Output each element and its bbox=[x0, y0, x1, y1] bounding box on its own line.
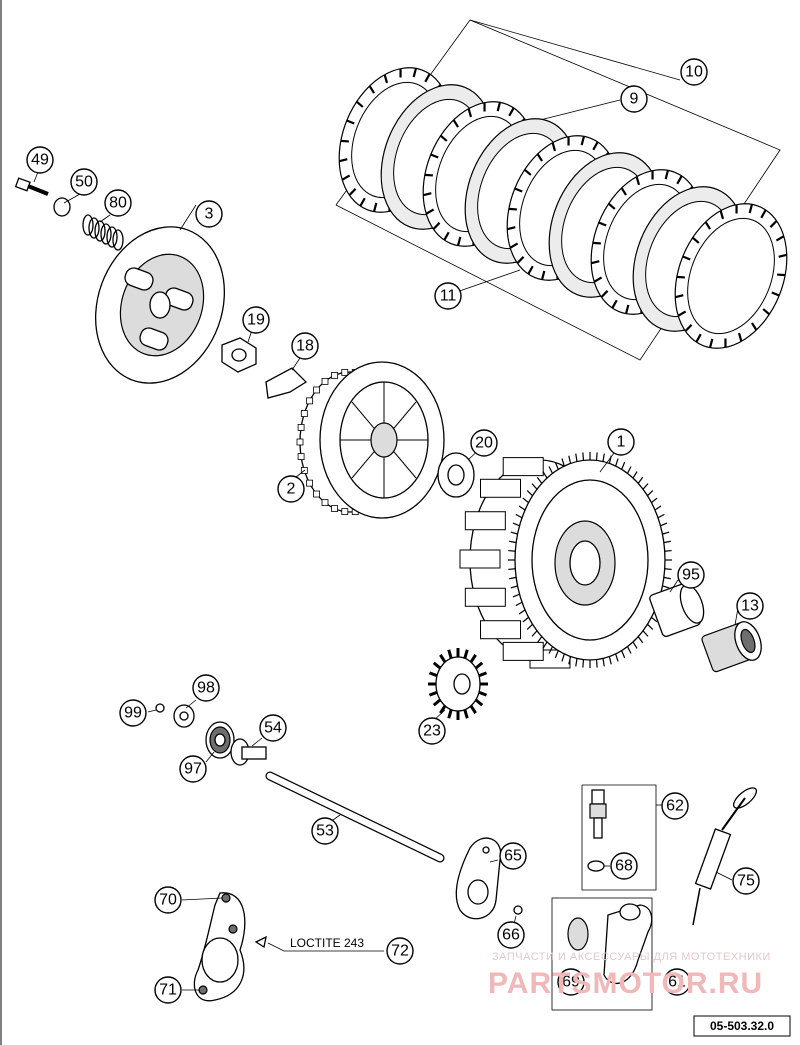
callout-18: 18 bbox=[291, 332, 319, 360]
svg-text:53: 53 bbox=[316, 823, 334, 840]
callouts: 10 9 11 49 50 80 3 19 18 20 1 2 95 13 98… bbox=[26, 58, 764, 1004]
washer-98 bbox=[173, 704, 195, 728]
washer-50 bbox=[53, 197, 71, 217]
callout-97: 97 bbox=[179, 755, 207, 783]
svg-text:3: 3 bbox=[205, 206, 214, 223]
svg-text:70: 70 bbox=[159, 892, 177, 909]
leader-9 bbox=[539, 99, 621, 121]
callout-3: 3 bbox=[195, 200, 223, 228]
svg-text:13: 13 bbox=[741, 598, 759, 615]
callout-1: 1 bbox=[607, 428, 635, 456]
svg-text:61: 61 bbox=[668, 974, 686, 991]
callout-95: 95 bbox=[677, 561, 705, 589]
svg-text:50: 50 bbox=[75, 174, 93, 191]
svg-text:2: 2 bbox=[287, 481, 296, 498]
callout-19: 19 bbox=[242, 306, 270, 334]
callout-61: 61 bbox=[663, 968, 691, 996]
svg-text:66: 66 bbox=[502, 927, 520, 944]
svg-text:10: 10 bbox=[685, 64, 703, 81]
nut-19 bbox=[221, 337, 257, 373]
callout-68: 68 bbox=[610, 852, 638, 880]
svg-text:19: 19 bbox=[247, 312, 265, 329]
callout-99: 99 bbox=[119, 699, 147, 727]
svg-text:71: 71 bbox=[159, 982, 177, 999]
clutch-disc bbox=[674, 203, 788, 349]
svg-text:69: 69 bbox=[562, 974, 580, 991]
callout-70: 70 bbox=[154, 886, 182, 914]
callout-69: 69 bbox=[557, 968, 585, 996]
lock-washer-18 bbox=[265, 367, 308, 399]
svg-text:75: 75 bbox=[737, 873, 755, 890]
bleeder-screw-group bbox=[581, 784, 657, 891]
bushing-13 bbox=[701, 621, 762, 673]
bolt-49 bbox=[14, 177, 49, 196]
callout-13: 13 bbox=[736, 592, 764, 620]
svg-text:72: 72 bbox=[391, 943, 409, 960]
leader-10 bbox=[469, 19, 681, 81]
callout-49: 49 bbox=[26, 146, 54, 174]
clutch-basket bbox=[459, 452, 672, 669]
svg-text:62: 62 bbox=[666, 798, 684, 815]
thrust-washer-20 bbox=[437, 452, 475, 498]
svg-text:11: 11 bbox=[440, 288, 457, 305]
callout-72: 72 bbox=[386, 937, 414, 965]
gasket-65 bbox=[455, 837, 502, 920]
inner-clutch-hub bbox=[296, 361, 445, 519]
svg-text:68: 68 bbox=[615, 858, 633, 875]
ball-66 bbox=[513, 905, 523, 915]
ball-99 bbox=[155, 703, 165, 713]
callout-53: 53 bbox=[311, 817, 339, 845]
callout-9: 9 bbox=[620, 85, 648, 113]
svg-text:99: 99 bbox=[124, 705, 142, 722]
callout-50: 50 bbox=[70, 168, 98, 196]
loctite-note: LOCTITE 243 bbox=[290, 936, 364, 950]
needle-bearing-95 bbox=[649, 582, 705, 638]
callout-20: 20 bbox=[470, 429, 498, 457]
svg-text:49: 49 bbox=[31, 152, 49, 169]
callout-80: 80 bbox=[104, 189, 132, 217]
push-rod-53 bbox=[265, 771, 445, 863]
loctite-drop bbox=[254, 935, 267, 949]
callout-71: 71 bbox=[154, 976, 182, 1004]
spring-80 bbox=[82, 214, 124, 251]
svg-text:9: 9 bbox=[630, 91, 639, 108]
callout-98: 98 bbox=[192, 674, 220, 702]
callout-23: 23 bbox=[418, 717, 446, 745]
svg-text:54: 54 bbox=[264, 720, 282, 737]
svg-text:65: 65 bbox=[504, 848, 522, 865]
syringe-75 bbox=[692, 787, 758, 926]
callout-54: 54 bbox=[259, 714, 287, 742]
clutch-disc-stack bbox=[335, 19, 788, 361]
svg-text:18: 18 bbox=[296, 338, 314, 355]
axial-bearing-97 bbox=[205, 721, 235, 759]
callout-75: 75 bbox=[732, 867, 760, 895]
svg-text:95: 95 bbox=[682, 567, 700, 584]
svg-text:98: 98 bbox=[197, 680, 215, 697]
cover-bracket bbox=[193, 892, 384, 1002]
callout-11: 11 bbox=[434, 282, 462, 310]
svg-text:1: 1 bbox=[617, 434, 626, 451]
svg-text:20: 20 bbox=[475, 435, 493, 452]
callout-65: 65 bbox=[499, 842, 527, 870]
diagram-code-box: 05-503.32.0 bbox=[693, 1015, 791, 1037]
callout-66: 66 bbox=[497, 921, 525, 949]
svg-text:97: 97 bbox=[184, 761, 202, 778]
primary-gear-23 bbox=[428, 648, 488, 720]
callout-2: 2 bbox=[277, 475, 305, 503]
svg-text:80: 80 bbox=[109, 195, 127, 212]
watermark-site: PARTSMOTOR.RU bbox=[488, 967, 763, 1000]
callout-62: 62 bbox=[661, 792, 689, 820]
pressure-piece-54 bbox=[230, 738, 267, 766]
slave-cylinder-group bbox=[551, 897, 653, 1011]
watermark-tagline: ЗАПЧАСТИ И АКСЕССУАРЫ ДЛЯ МОТОТЕХНИКИ bbox=[492, 951, 771, 963]
diagram-code: 05-503.32.0 bbox=[710, 1019, 774, 1033]
callout-10: 10 bbox=[680, 58, 708, 86]
svg-text:23: 23 bbox=[423, 723, 441, 740]
pressure-cap bbox=[94, 226, 226, 384]
